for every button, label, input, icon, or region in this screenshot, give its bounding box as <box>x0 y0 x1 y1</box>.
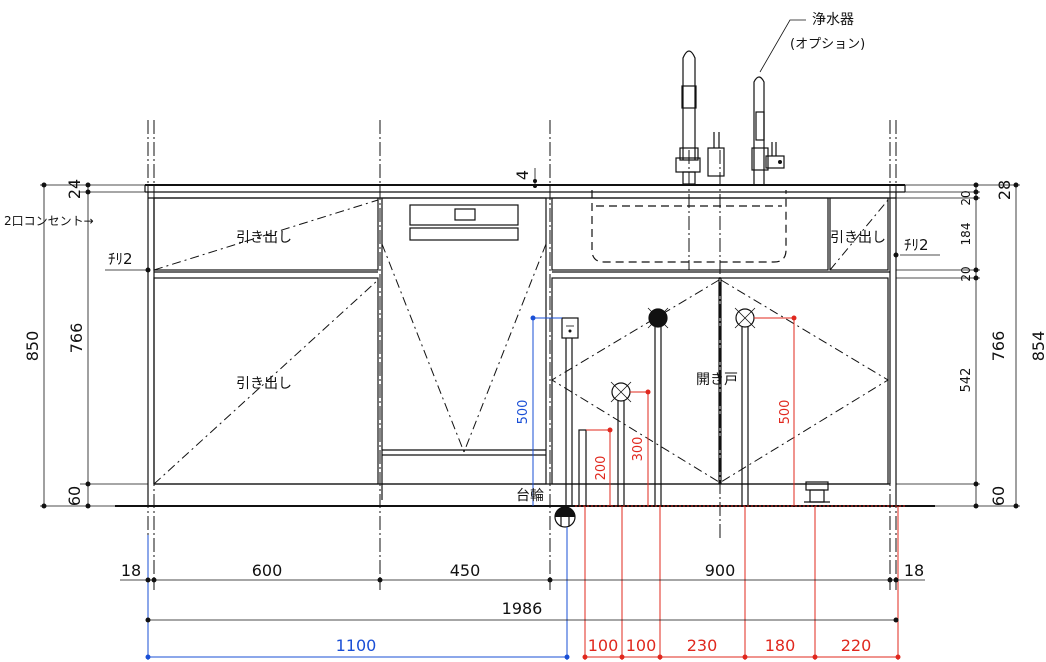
chiri-right-label: ﾁﾘ2 <box>904 236 929 254</box>
dim-right-20b: 20 <box>959 266 973 281</box>
dim-bottom-1100: 1100 <box>336 636 377 655</box>
bottom-dimensions <box>120 577 925 623</box>
chiri-left-label: ﾁﾘ2 <box>108 250 133 268</box>
dim-bottom-220: 220 <box>841 636 872 655</box>
plumbing-pipes <box>554 307 830 528</box>
right-dimensions <box>893 182 1019 509</box>
dim-blue-500: 500 <box>516 400 531 425</box>
left-dimensions <box>41 182 151 509</box>
base-label: 台輪 <box>516 487 544 504</box>
dimension-numbers: 24 850 766 60 4 20 28 184 20 766 854 542… <box>23 170 1046 655</box>
left-drawer-top <box>153 197 379 273</box>
dim-bottom-900: 900 <box>705 561 736 580</box>
dim-left-850: 850 <box>23 331 42 362</box>
dim-bottom-1986: 1986 <box>502 599 543 618</box>
dim-left-24: 24 <box>65 179 84 199</box>
dim-bottom-600: 600 <box>252 561 283 580</box>
dim-right-854: 854 <box>1029 331 1046 362</box>
dim-bottom-18a: 18 <box>121 561 141 580</box>
main-faucet <box>675 50 725 185</box>
dim-right-184: 184 <box>959 223 973 246</box>
center-lines <box>147 120 897 590</box>
dim-right-28: 28 <box>995 180 1014 200</box>
dim-bottom-18b: 18 <box>904 561 924 580</box>
top-gap-dimension <box>520 168 552 188</box>
dim-right-766: 766 <box>989 331 1008 362</box>
hinged-door-label: 開き戸 <box>696 372 738 388</box>
purifier-leader <box>759 19 806 73</box>
dim-red-200: 200 <box>594 456 609 481</box>
dim-right-542: 542 <box>959 368 974 393</box>
purifier-option-label: (オプション) <box>790 37 865 52</box>
drawer-main-label: 引き出し <box>236 376 292 392</box>
hinged-doors <box>551 277 889 485</box>
dim-left-60: 60 <box>65 486 84 506</box>
dim-top-4: 4 <box>513 170 532 180</box>
dim-bottom-100a: 100 <box>588 636 619 655</box>
dim-bottom-100b: 100 <box>626 636 657 655</box>
countertop <box>40 184 1020 193</box>
blue-dimensions <box>145 315 570 660</box>
red-dimensions <box>575 315 905 660</box>
text-labels: 浄水器 (オプション) 2口コンセント→ ﾁﾘ2 ﾁﾘ2 引き出し 引き出し 引… <box>4 12 929 504</box>
dim-right-20a: 20 <box>959 190 973 205</box>
purifier-faucet <box>751 76 785 184</box>
dim-red-500: 500 <box>778 400 793 425</box>
sink-cabinet <box>551 190 890 273</box>
dim-left-766: 766 <box>67 323 86 354</box>
dim-bottom-180: 180 <box>765 636 796 655</box>
dim-bottom-230: 230 <box>687 636 718 655</box>
drawer-sink-label: 引き出し <box>830 230 886 246</box>
left-drawer-main <box>153 277 379 485</box>
outlet-label: 2口コンセント→ <box>4 214 94 228</box>
dim-red-300: 300 <box>631 437 646 462</box>
purifier-label: 浄水器 <box>812 12 854 28</box>
drawer-top-label: 引き出し <box>236 230 292 246</box>
dim-right-60: 60 <box>989 486 1008 506</box>
dim-bottom-450: 450 <box>450 561 481 580</box>
dishwasher <box>381 197 547 500</box>
